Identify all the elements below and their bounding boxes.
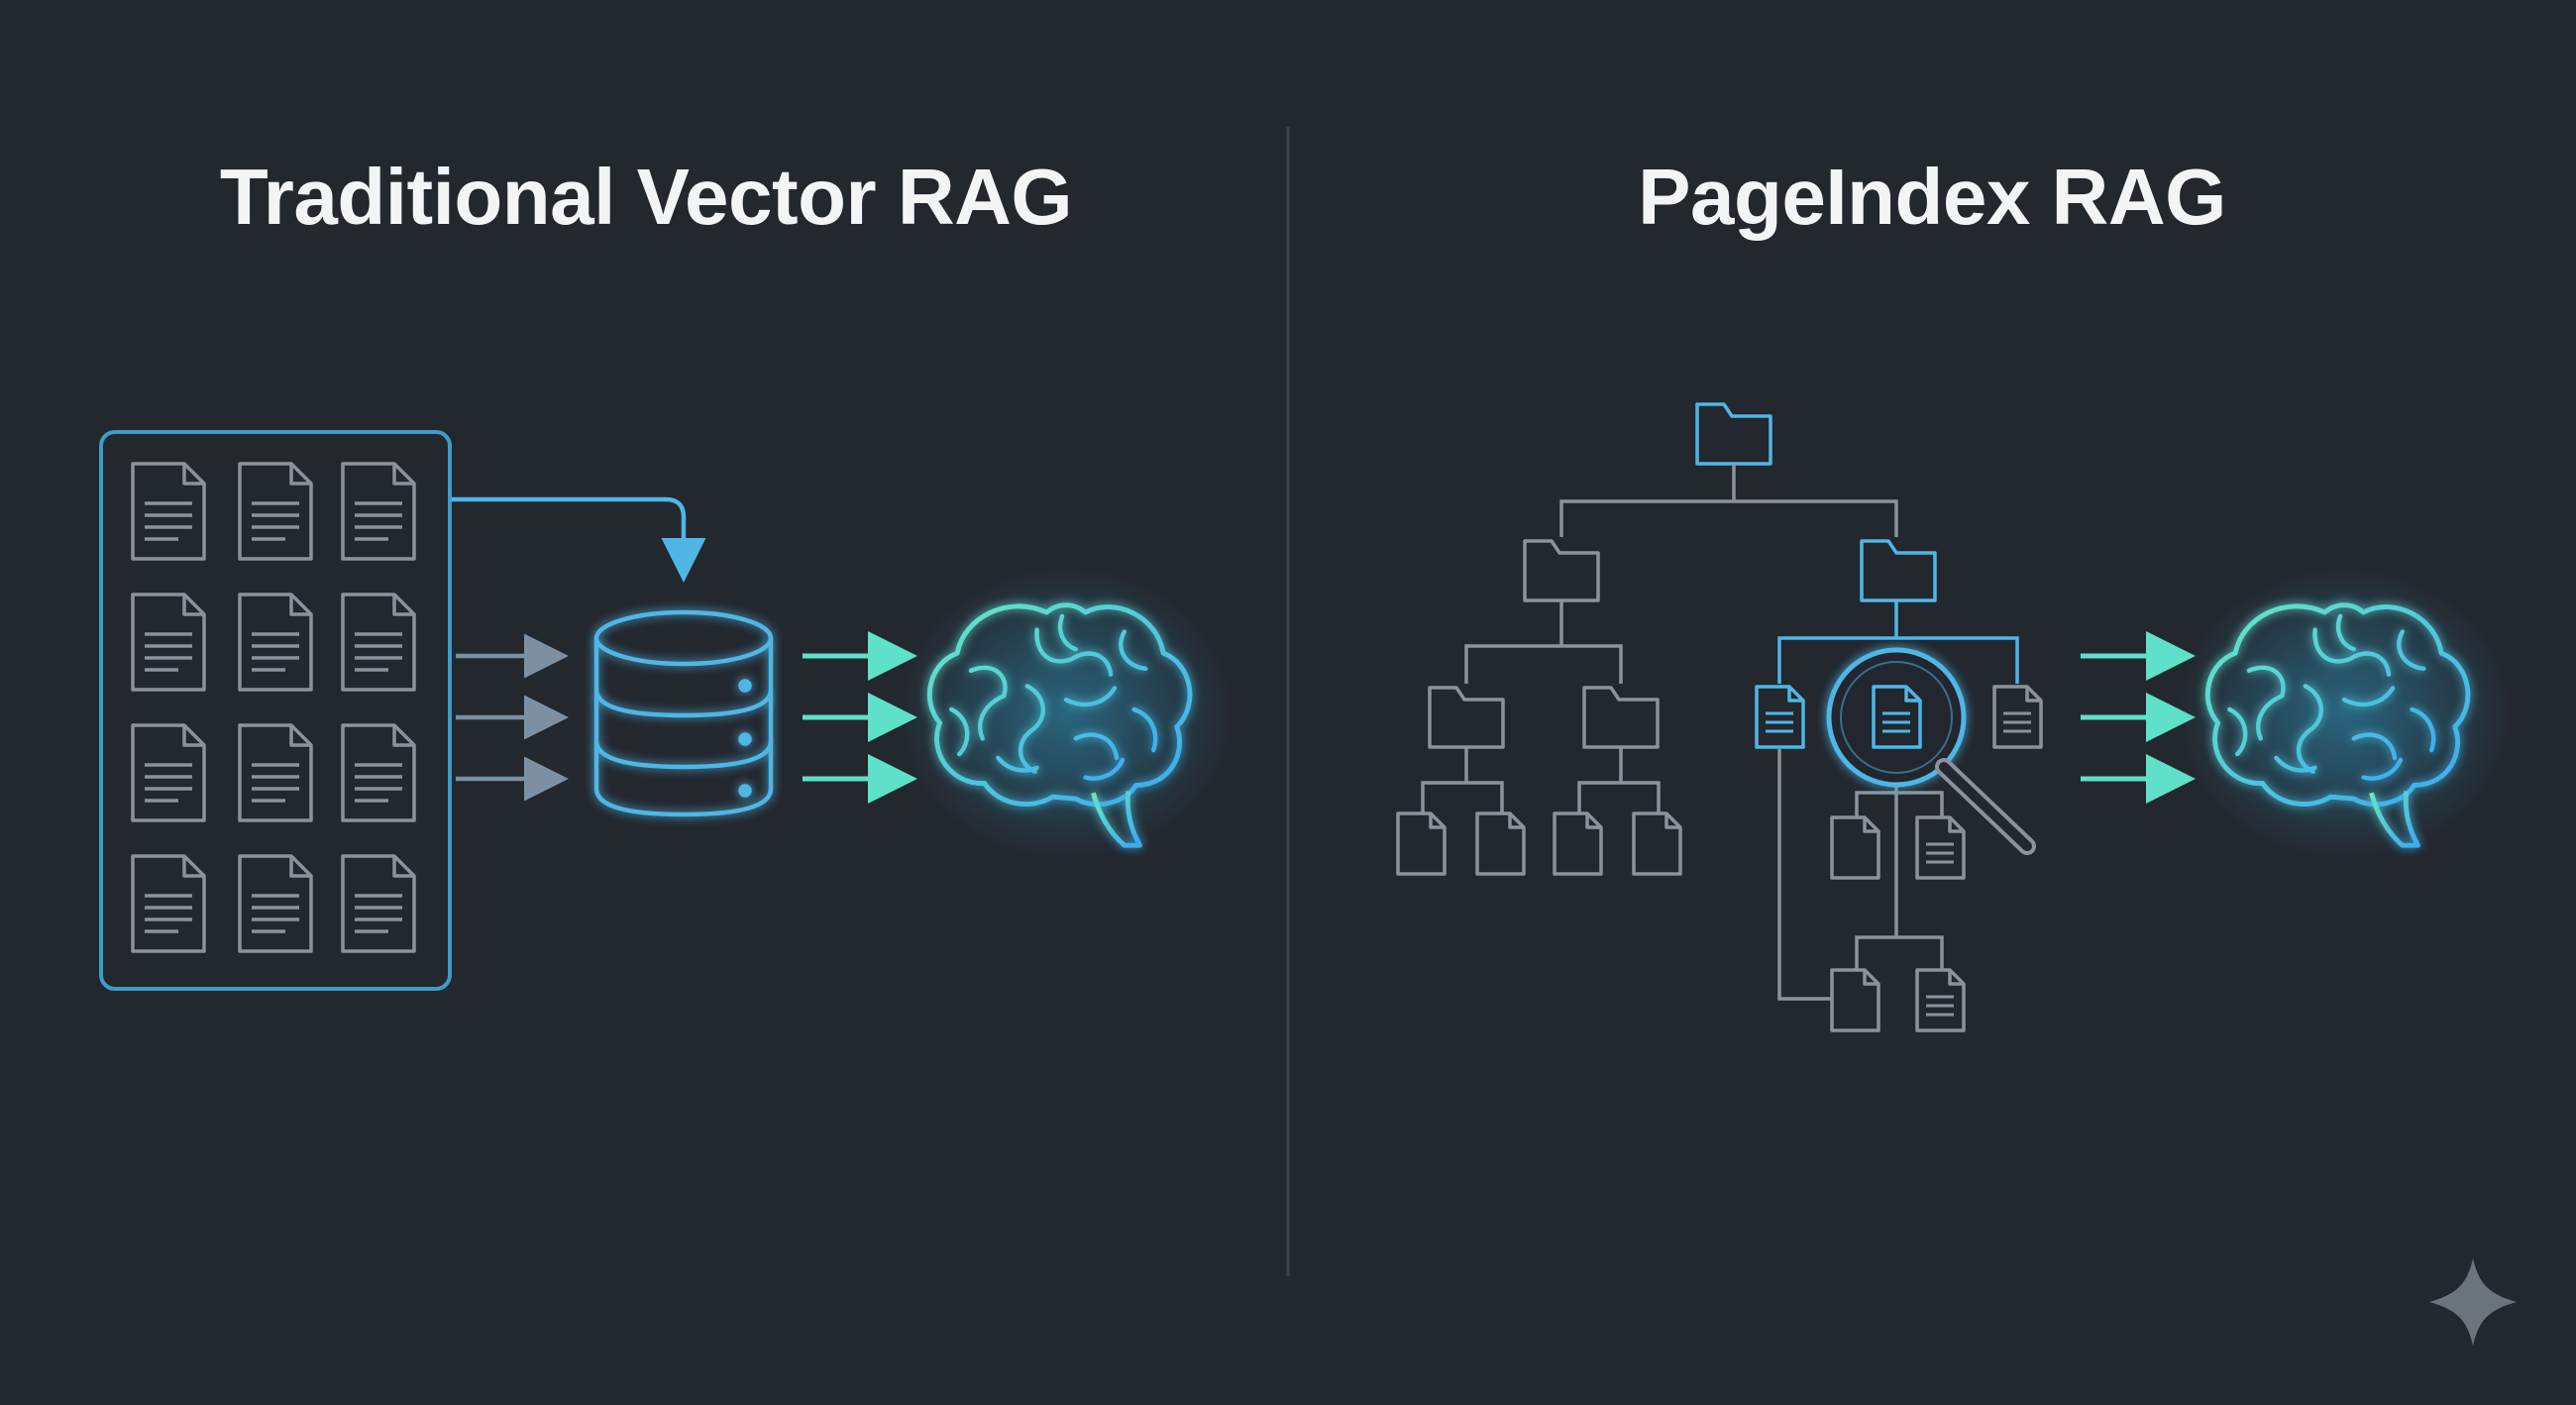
document-icon xyxy=(1830,968,1880,1032)
document-icon xyxy=(131,723,206,822)
folder-icon xyxy=(1523,539,1600,602)
document-icon xyxy=(238,462,313,561)
folder-tree xyxy=(1396,402,2043,1032)
brain-icon xyxy=(898,565,1234,862)
folder-icon xyxy=(1695,402,1772,466)
document-icon xyxy=(1475,811,1526,876)
document-grid xyxy=(99,430,452,991)
document-icon xyxy=(1915,968,1966,1032)
document-icon xyxy=(341,723,416,822)
magnifier-icon xyxy=(1826,647,2036,855)
document-icon xyxy=(1992,685,2043,749)
document-icon xyxy=(238,593,313,692)
arrow-icon xyxy=(452,496,706,583)
document-icon xyxy=(131,593,206,692)
brain-icon xyxy=(2176,565,2513,862)
folder-icon xyxy=(1582,686,1660,749)
document-icon xyxy=(1553,811,1603,876)
document-icon xyxy=(1396,811,1447,876)
document-icon xyxy=(131,462,206,561)
document-icon xyxy=(1755,685,1805,749)
document-icon xyxy=(1830,815,1880,880)
left-panel-title: Traditional Vector RAG xyxy=(220,153,1072,241)
folder-icon xyxy=(1428,686,1505,749)
database-icon xyxy=(593,609,774,817)
document-icon xyxy=(131,854,206,953)
document-icon xyxy=(341,593,416,692)
right-panel-title: PageIndex RAG xyxy=(1638,153,2226,241)
document-icon xyxy=(238,854,313,953)
document-icon xyxy=(1915,815,1966,880)
document-icon xyxy=(238,723,313,822)
document-icon xyxy=(341,462,416,561)
document-icon xyxy=(1632,811,1682,876)
document-icon xyxy=(341,854,416,953)
sparkle-icon xyxy=(2429,1258,2517,1346)
folder-icon xyxy=(1860,539,1937,602)
